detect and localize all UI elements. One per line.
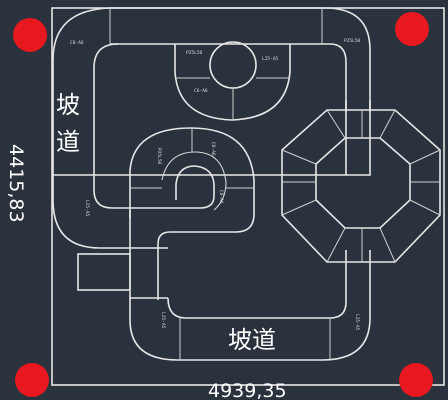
bottom-road-inner	[167, 250, 347, 319]
ring-road-inner-edge	[110, 43, 347, 175]
spot-label: P25L50	[186, 50, 203, 56]
spot-label: P25L50	[344, 38, 361, 44]
ramp-label-left-bottom: 道	[56, 128, 80, 156]
top-island	[174, 44, 291, 121]
spot-label: L25-A5	[84, 200, 90, 217]
ring-road-left-inner	[93, 43, 119, 190]
ring-road-left-outer	[52, 175, 168, 249]
left-lane-lower	[129, 210, 168, 299]
bottom-road-outer	[129, 250, 371, 361]
spot-label: L25-A5	[160, 312, 166, 329]
spot-label: C8-A6	[218, 190, 224, 204]
corner-marker-bottom-right	[399, 363, 433, 397]
spot-label: L25-A5	[354, 314, 360, 331]
center-island-inner	[161, 151, 227, 211]
spot-label: C8-A6	[210, 142, 216, 156]
octagon-inner	[315, 137, 411, 229]
ramp-stub	[77, 253, 131, 291]
spot-label: C8-A6	[70, 40, 84, 46]
center-island	[129, 127, 255, 300]
corner-marker-top-left	[13, 18, 47, 52]
spot-label: L25-A5	[262, 56, 279, 62]
octagon-outer	[281, 109, 441, 263]
octagon-spokes	[281, 109, 441, 263]
spot-label: C6-A6	[194, 88, 208, 94]
spot-label: P25L50	[156, 148, 162, 165]
width-dimension: 4939,35	[208, 380, 287, 400]
height-dimension: 4415,83	[5, 144, 27, 223]
corner-marker-bottom-left	[15, 363, 49, 397]
ramp-label-bottom: 坡道	[228, 326, 276, 354]
ramp-label-left-top: 坡	[56, 91, 80, 119]
left-lane	[93, 165, 215, 209]
corner-marker-top-right	[395, 12, 429, 46]
top-island-core	[209, 41, 257, 89]
